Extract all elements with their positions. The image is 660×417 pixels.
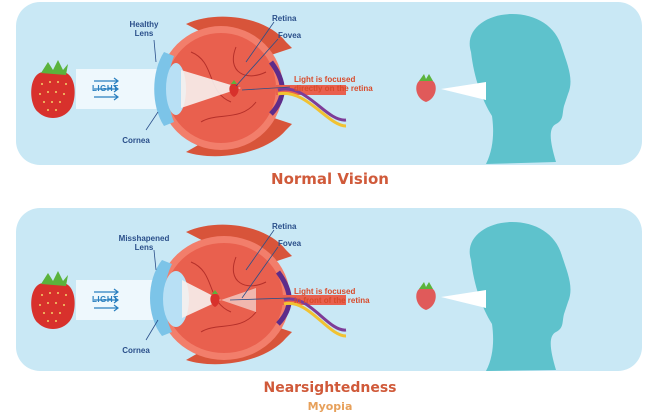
myopia-subtitle: Myopia	[307, 400, 353, 413]
strawberry-icon	[31, 60, 75, 118]
fovea-label: Fovea	[278, 31, 302, 40]
lens-label: Healthy Lens	[129, 20, 159, 38]
focus-line-2-a: in front of	[294, 296, 334, 305]
normal-vision-title: Normal Vision	[271, 170, 389, 188]
focus-note: Light is focused directly on the retina	[294, 75, 373, 93]
view-beam	[441, 82, 486, 100]
myopia-title: Nearsightedness	[263, 380, 397, 396]
eye-cross-section-icon	[150, 224, 347, 365]
cornea-label: Cornea	[122, 346, 150, 355]
viewed-strawberry-icon	[416, 282, 436, 310]
light-label: LIGHT	[92, 84, 119, 93]
lens-label: Misshapened Lens	[118, 234, 170, 252]
myopia-panel: Misshapened Lens Cornea Retina Fovea LIG…	[16, 208, 642, 371]
light-arrow-icon	[94, 77, 119, 101]
head-silhouette-icon	[469, 222, 571, 371]
view-beam	[441, 290, 486, 308]
focus-line-2-a: directly on	[294, 84, 337, 93]
eye-cross-section-icon	[154, 16, 347, 157]
strawberry-icon	[31, 271, 75, 329]
viewed-strawberry-icon	[416, 74, 436, 102]
focus-note: Light is focused in front of the retina	[294, 287, 370, 305]
focus-line-2-b: the retina	[336, 84, 373, 93]
focus-line-1: Light is focused	[294, 75, 356, 84]
normal-vision-illustration	[31, 14, 571, 164]
focus-line-1: Light is focused	[294, 287, 356, 296]
focus-line-2-b: the retina	[333, 296, 370, 305]
normal-vision-panel: Healthy Lens Cornea Retina Fovea LIGHT L…	[16, 2, 642, 165]
cornea-label: Cornea	[122, 136, 150, 145]
light-arrow-icon	[94, 288, 119, 312]
light-label: LIGHT	[92, 295, 119, 304]
fovea-label: Fovea	[278, 239, 302, 248]
retina-label: Retina	[272, 222, 297, 231]
focus-line-2: in front of the retina	[294, 296, 370, 305]
retina-label: Retina	[272, 14, 297, 23]
myopia-illustration	[31, 222, 571, 371]
head-silhouette-icon	[469, 14, 571, 164]
focus-line-2: directly on the retina	[294, 84, 373, 93]
